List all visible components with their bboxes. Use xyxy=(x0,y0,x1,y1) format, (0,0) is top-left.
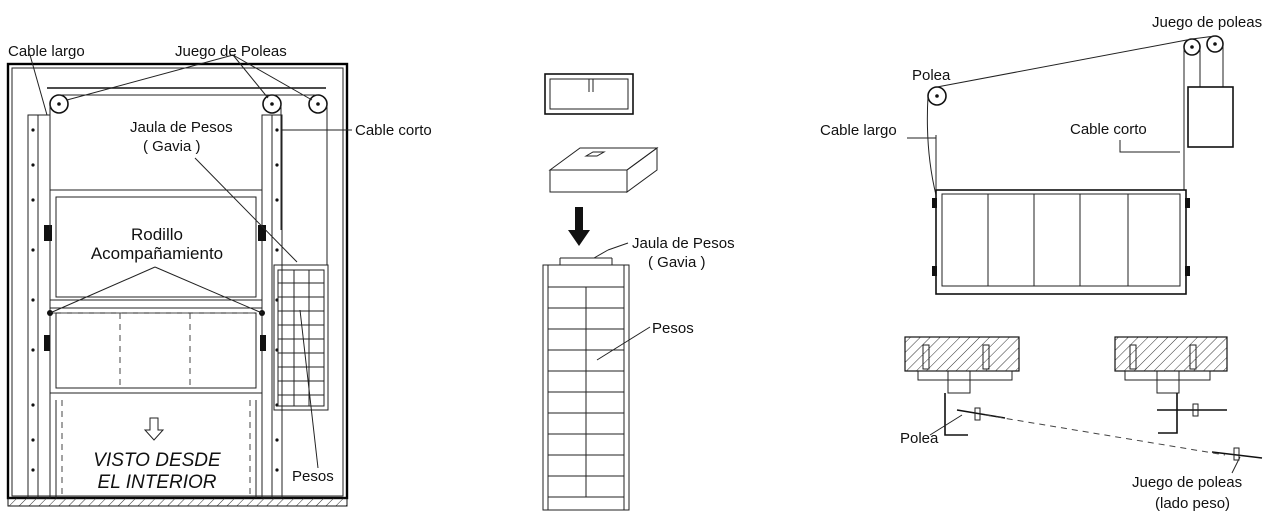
label-pesos-middle: Pesos xyxy=(652,320,694,337)
label-juego-de-poleas-bottom: Juego de poleas xyxy=(1132,474,1242,491)
label-polea-bottom: Polea xyxy=(900,430,939,447)
left-weight-cage xyxy=(273,264,329,411)
right-door-sections xyxy=(987,194,1129,286)
label-jaula-de-pesos-middle: Jaula de Pesos xyxy=(632,235,735,252)
label-jaula-de-pesos-left: Jaula de Pesos xyxy=(130,119,233,136)
label-el-interior: EL INTERIOR xyxy=(98,472,217,493)
label-visto-desde: VISTO DESDE xyxy=(93,450,221,471)
right-guide-inner xyxy=(261,114,273,499)
down-arrow-icon xyxy=(568,207,590,246)
right-door-frame xyxy=(935,189,1187,295)
label-gavia-middle: ( Gavia ) xyxy=(648,254,706,271)
left-inner-frame xyxy=(11,67,344,497)
label-acompanamiento: Acompañamiento xyxy=(91,244,223,263)
door-upper-panel xyxy=(55,196,257,298)
label-lado-peso: (lado peso) xyxy=(1155,495,1230,512)
door-lower-panel xyxy=(55,312,257,389)
label-cable-largo-right: Cable largo xyxy=(820,122,897,139)
middle-weight-cage xyxy=(542,264,630,511)
left-floor-hatch xyxy=(7,497,348,507)
weight-block-3d xyxy=(548,147,659,193)
label-cable-corto-left: Cable corto xyxy=(355,122,432,139)
pulley-bracket-left xyxy=(944,393,968,436)
down-arrow-icon xyxy=(143,417,165,441)
left-guide-inner xyxy=(37,114,51,499)
label-rodillo: Rodillo xyxy=(131,225,183,244)
label-cable-largo-left: Cable largo xyxy=(8,43,85,60)
beam-left xyxy=(904,336,1020,372)
label-cable-corto-right: Cable corto xyxy=(1070,121,1147,138)
right-weight-box xyxy=(1187,86,1234,148)
left-pulleys xyxy=(49,94,328,114)
top-cable-right xyxy=(936,38,1193,88)
long-cable-right xyxy=(926,95,937,196)
cage-top-view xyxy=(544,73,634,115)
label-polea-right: Polea xyxy=(912,67,951,84)
label-juego-de-poleas-right: Juego de poleas xyxy=(1152,14,1262,31)
beam-right xyxy=(1114,336,1228,372)
left-weight-blocks xyxy=(278,270,324,406)
label-gavia-left: ( Gavia ) xyxy=(143,138,201,155)
label-pesos-left: Pesos xyxy=(292,468,334,485)
left-leaders xyxy=(29,54,352,469)
door-upper-frame xyxy=(49,189,263,301)
left-view: Cable largo Juego de Poleas Jaula de Pes… xyxy=(6,43,432,507)
right-view: Juego de poleas Polea Cable largo Cable … xyxy=(820,14,1263,512)
label-juego-de-poleas-left: Juego de Poleas xyxy=(175,43,287,60)
middle-view: Jaula de Pesos ( Gavia ) Pesos xyxy=(542,73,735,511)
door-lower-frame xyxy=(49,307,263,394)
right-door-brackets xyxy=(932,198,1190,276)
pulley-bracket-right xyxy=(1158,393,1178,434)
dashed-cable-path xyxy=(984,414,1226,456)
right-guide-outer xyxy=(271,114,283,499)
middle-weight-blocks xyxy=(547,286,625,498)
